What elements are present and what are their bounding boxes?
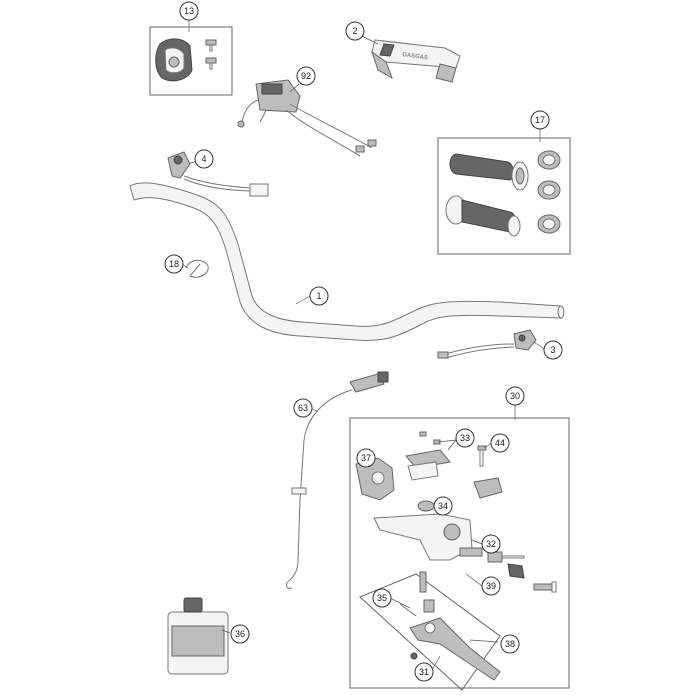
callout-33[interactable]: 33 — [455, 428, 475, 448]
callout-32[interactable]: 32 — [481, 534, 501, 554]
callout-37[interactable]: 37 — [356, 448, 376, 468]
kill-switch — [167, 151, 269, 197]
callout-18[interactable]: 18 — [164, 254, 184, 274]
lever-pin-35 — [399, 571, 435, 617]
handlebar — [129, 182, 565, 341]
callout-39[interactable]: 39 — [481, 576, 501, 596]
callout-92-label: 92 — [301, 71, 311, 81]
callout-3[interactable]: 3 — [543, 340, 563, 360]
lever-31 — [409, 617, 501, 681]
callout-63[interactable]: 63 — [293, 398, 313, 418]
callout-35[interactable]: 35 — [372, 588, 392, 608]
callout-44-label: 44 — [495, 438, 505, 448]
callout-17[interactable]: 17 — [530, 110, 550, 130]
reservoir-cap-34 — [417, 500, 435, 512]
callout-1-label: 1 — [316, 291, 321, 301]
boot-39 — [507, 563, 557, 593]
callout-13[interactable]: 13 — [179, 1, 199, 21]
callout-30-label: 30 — [510, 391, 520, 401]
callout-2-label: 2 — [352, 26, 357, 36]
grips-set — [445, 150, 561, 237]
hot-start-lever — [437, 329, 537, 359]
callout-63-label: 63 — [298, 403, 308, 413]
callout-2[interactable]: 2 — [345, 21, 365, 41]
master-cylinder-body — [373, 513, 483, 561]
callout-37-label: 37 — [361, 453, 371, 463]
callout-44[interactable]: 44 — [490, 433, 510, 453]
callout-4[interactable]: 4 — [194, 149, 214, 169]
callout-39-label: 39 — [486, 581, 496, 591]
piston-kit-32 — [487, 551, 525, 563]
clamp-37 — [355, 457, 395, 501]
callout-32-label: 32 — [486, 539, 496, 549]
callout-4-label: 4 — [201, 154, 206, 164]
callout-31[interactable]: 31 — [414, 662, 434, 682]
master-cylinder-assembly — [355, 431, 557, 681]
pad-brand-label: GASGAS — [402, 52, 429, 62]
callout-13-label: 13 — [184, 6, 194, 16]
grip-lower — [445, 195, 521, 237]
callout-30[interactable]: 30 — [505, 386, 525, 406]
grip-upper — [449, 153, 529, 191]
cable-clip — [185, 259, 209, 278]
handlebar-switch — [155, 38, 217, 82]
box-switch-13 — [149, 26, 233, 96]
throttle-cable-assembly — [237, 79, 377, 157]
callout-34-label: 34 — [438, 501, 448, 511]
handlebar-pad: GASGAS — [371, 39, 461, 83]
callout-36-label: 36 — [235, 629, 245, 639]
box-grips-17 — [437, 137, 571, 255]
callout-1[interactable]: 1 — [309, 286, 329, 306]
callout-3-label: 3 — [550, 345, 555, 355]
callout-38-label: 38 — [505, 639, 515, 649]
cam-rings — [537, 150, 561, 234]
callout-34[interactable]: 34 — [433, 496, 453, 516]
callout-17-label: 17 — [535, 115, 545, 125]
brake-fluid-bottle — [167, 597, 229, 675]
callout-38[interactable]: 38 — [500, 634, 520, 654]
callout-35-label: 35 — [377, 593, 387, 603]
box-lever-38 — [359, 573, 501, 691]
hot-start-cable — [285, 371, 389, 589]
callout-31-label: 31 — [419, 667, 429, 677]
callout-18-label: 18 — [169, 259, 179, 269]
callout-92[interactable]: 92 — [296, 66, 316, 86]
clamp-44 — [473, 445, 503, 499]
reservoir-cover-33 — [405, 431, 451, 481]
callout-36[interactable]: 36 — [230, 624, 250, 644]
callout-33-label: 33 — [460, 433, 470, 443]
